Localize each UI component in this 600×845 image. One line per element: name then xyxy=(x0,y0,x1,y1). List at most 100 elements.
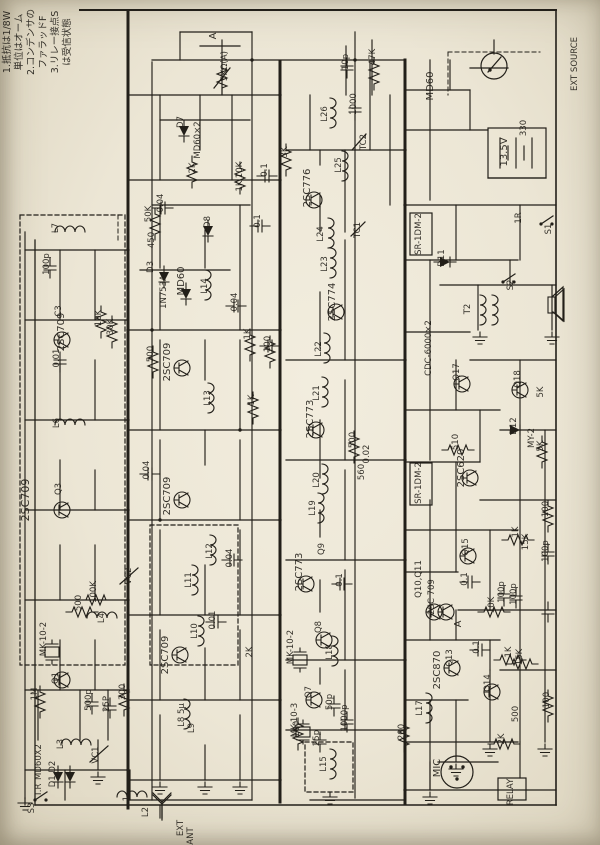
component-label: 100K xyxy=(89,581,99,603)
component-label: 10K xyxy=(235,161,245,178)
component-label: Q1 xyxy=(51,672,61,684)
component-label: L21 xyxy=(312,385,322,401)
component-label: 50p xyxy=(325,694,335,710)
component-label: L23 xyxy=(320,256,330,272)
component-label: 2SC709 xyxy=(19,479,32,522)
component-label: 1K xyxy=(235,180,245,191)
component-label: 25P xyxy=(102,696,112,712)
component-label: VC1 xyxy=(91,746,101,763)
component-label: L17 xyxy=(415,700,425,716)
component-label: L22 xyxy=(314,341,324,357)
component-label: Q8 xyxy=(314,621,324,633)
component-label: MD60 xyxy=(176,266,187,295)
component-label: 2K xyxy=(497,733,507,744)
component-label: 2SC774 xyxy=(327,283,338,322)
component-label: D11 xyxy=(437,249,447,266)
component-label: 3K xyxy=(280,146,290,157)
component-label: C3 xyxy=(54,305,64,316)
component-label: 510 xyxy=(451,434,461,450)
component-label: D3 xyxy=(146,261,156,273)
component-label: L3 xyxy=(56,739,66,749)
component-label: 13.5V xyxy=(499,137,510,166)
component-label: MD60 xyxy=(425,71,436,100)
component-label: 25p xyxy=(312,730,322,746)
component-label: L18 xyxy=(325,644,335,660)
component-label: SR-1DM-2 xyxy=(414,213,424,255)
component-label: 500p xyxy=(84,689,94,711)
note-line: は受信状態 xyxy=(61,18,73,66)
component-label: 0.02 xyxy=(362,445,372,464)
component-label: 1R xyxy=(514,212,524,223)
component-label: 10K xyxy=(487,596,497,613)
note-line: 2.コンデンサの xyxy=(25,9,37,75)
component-label: S2 xyxy=(506,280,516,291)
note-line: 単位はオーム xyxy=(13,14,25,71)
component-label: 1000 xyxy=(349,93,359,115)
component-label: 0.01 xyxy=(208,611,218,630)
component-label: 100p xyxy=(42,253,52,275)
component-label: MK-10-2 xyxy=(286,630,296,664)
component-label: 500 xyxy=(74,595,84,611)
component-label: 30K xyxy=(106,318,116,335)
component-label: 2SC709 xyxy=(56,313,67,352)
component-label: L20 xyxy=(312,472,322,488)
component-label: 5K xyxy=(536,386,546,397)
component-label: 1K xyxy=(504,646,514,657)
component-label: 300 xyxy=(118,684,128,700)
component-label: 15K xyxy=(521,533,531,550)
component-label: Q9 xyxy=(317,543,327,555)
component-label: L9 xyxy=(187,723,197,733)
component-label: D1 D2 xyxy=(48,761,58,788)
component-label: 15K xyxy=(515,648,525,665)
component-label: Q13 xyxy=(445,649,455,667)
component-label: L14 xyxy=(200,278,210,294)
component-label: Q7 xyxy=(304,686,314,698)
component-label: 100p xyxy=(541,540,551,562)
component-label: EXT SOURCE xyxy=(570,37,580,91)
component-label: 0.1 xyxy=(460,572,470,586)
component-label: D8 xyxy=(203,216,213,228)
component-label: 0.1 xyxy=(260,163,270,177)
component-label: 500 xyxy=(348,432,358,448)
component-label: 200 xyxy=(397,724,407,740)
component-label: L7 xyxy=(51,223,61,233)
component-label: Q3 xyxy=(54,483,64,495)
component-label: 2SC709 xyxy=(162,477,173,516)
component-label: L12 xyxy=(205,543,215,559)
component-label: 100p xyxy=(509,583,519,605)
component-label: 500 xyxy=(511,706,521,722)
component-label: VC2 xyxy=(124,567,134,584)
component-label: 2SC 709 xyxy=(427,579,437,615)
component-label: 0.04 xyxy=(225,549,235,568)
component-label: MD60×2 xyxy=(193,121,203,158)
component-label: Q15 xyxy=(461,538,471,556)
component-label: MK-10-2 xyxy=(39,622,49,656)
component-label: 2SC776 xyxy=(302,169,313,208)
component-label: 100 xyxy=(263,336,273,352)
component-label: A xyxy=(453,620,464,627)
component-label: A xyxy=(208,32,219,39)
component-label: 5KΩ(A) xyxy=(220,51,230,81)
component-label: MD60X2 xyxy=(34,744,44,780)
component-label: L8 5μ xyxy=(177,703,187,727)
note-line: ファラッドF xyxy=(38,16,49,69)
component-label: L25 xyxy=(334,157,344,173)
component-label: 1K xyxy=(247,394,257,405)
component-label: 2SC773 xyxy=(305,400,316,439)
component-label: 100 xyxy=(541,501,551,517)
component-label: L2 xyxy=(141,807,151,817)
component-label: CDC-6000×2 xyxy=(424,320,434,376)
component-label: 1000p xyxy=(340,704,350,731)
component-label: D12 xyxy=(509,417,519,434)
wire-art xyxy=(19,9,564,819)
component-label: S1 xyxy=(544,224,554,235)
component-label: 10K xyxy=(94,309,104,326)
component-label: T.R xyxy=(34,784,44,798)
component-label: TC1 xyxy=(353,222,363,239)
component-label: Q14 xyxy=(483,674,493,692)
component-label: L1 xyxy=(122,796,132,806)
component-label: TC2 xyxy=(359,134,369,151)
component-label: 100p xyxy=(497,581,507,603)
